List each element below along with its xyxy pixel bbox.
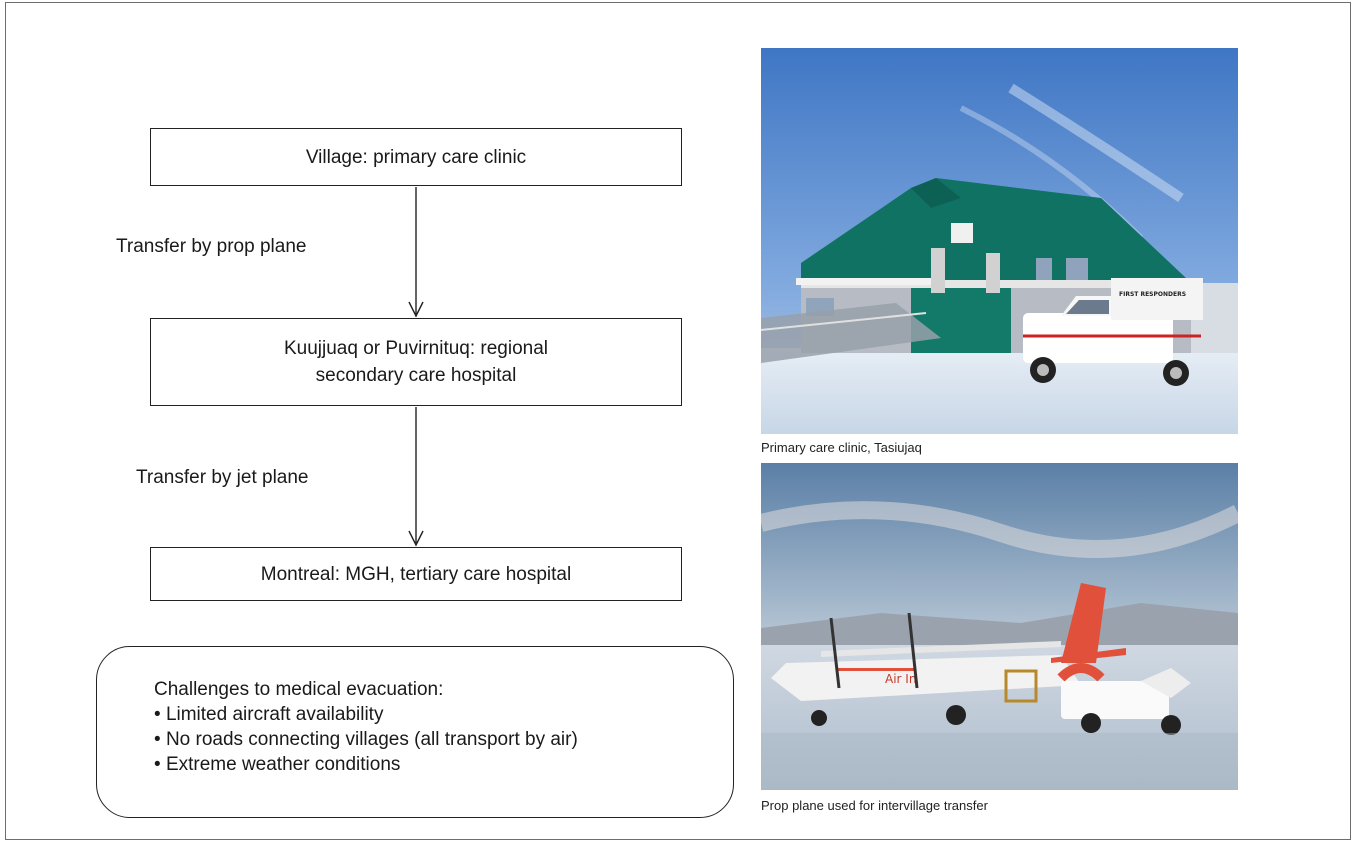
challenges-heading: Challenges to medical evacuation: (154, 679, 444, 700)
node-regional-label-line1: Kuujjuaq or Puvirnituq: regional (283, 338, 549, 359)
node-village: Village: primary care clinic (150, 128, 682, 186)
node-regional: Kuujjuaq or Puvirnituq: regional seconda… (150, 318, 682, 406)
edge-label-jet-plane: Transfer by jet plane (136, 467, 309, 488)
plane-photo: Air In (761, 463, 1238, 790)
node-montreal-label: Montreal: MGH, tertiary care hospital (260, 563, 572, 585)
arrowhead-regional (408, 301, 424, 318)
edge-label-prop-plane: Transfer by prop plane (116, 236, 307, 257)
challenges-list: Limited aircraft availability No roads c… (154, 702, 733, 777)
vehicle-text: FIRST RESPONDERS (1119, 291, 1186, 298)
plane-text: Air In (885, 672, 916, 686)
clinic-photo: FIRST RESPONDERS (761, 48, 1238, 434)
node-montreal: Montreal: MGH, tertiary care hospital (150, 547, 682, 601)
node-regional-label-line2: secondary care hospital (315, 365, 517, 386)
arrowhead-montreal (408, 530, 424, 547)
challenge-item: Limited aircraft availability (154, 702, 733, 727)
challenge-item: Extreme weather conditions (154, 752, 733, 777)
plane-photo-caption: Prop plane used for intervillage transfe… (761, 798, 988, 813)
challenge-item: No roads connecting villages (all transp… (154, 727, 733, 752)
node-village-label: Village: primary care clinic (305, 146, 527, 168)
clinic-photo-caption: Primary care clinic, Tasiujaq (761, 440, 922, 455)
arrows (408, 187, 424, 547)
figure-frame (5, 2, 1351, 840)
challenges-callout: Challenges to medical evacuation: Limite… (96, 646, 734, 818)
